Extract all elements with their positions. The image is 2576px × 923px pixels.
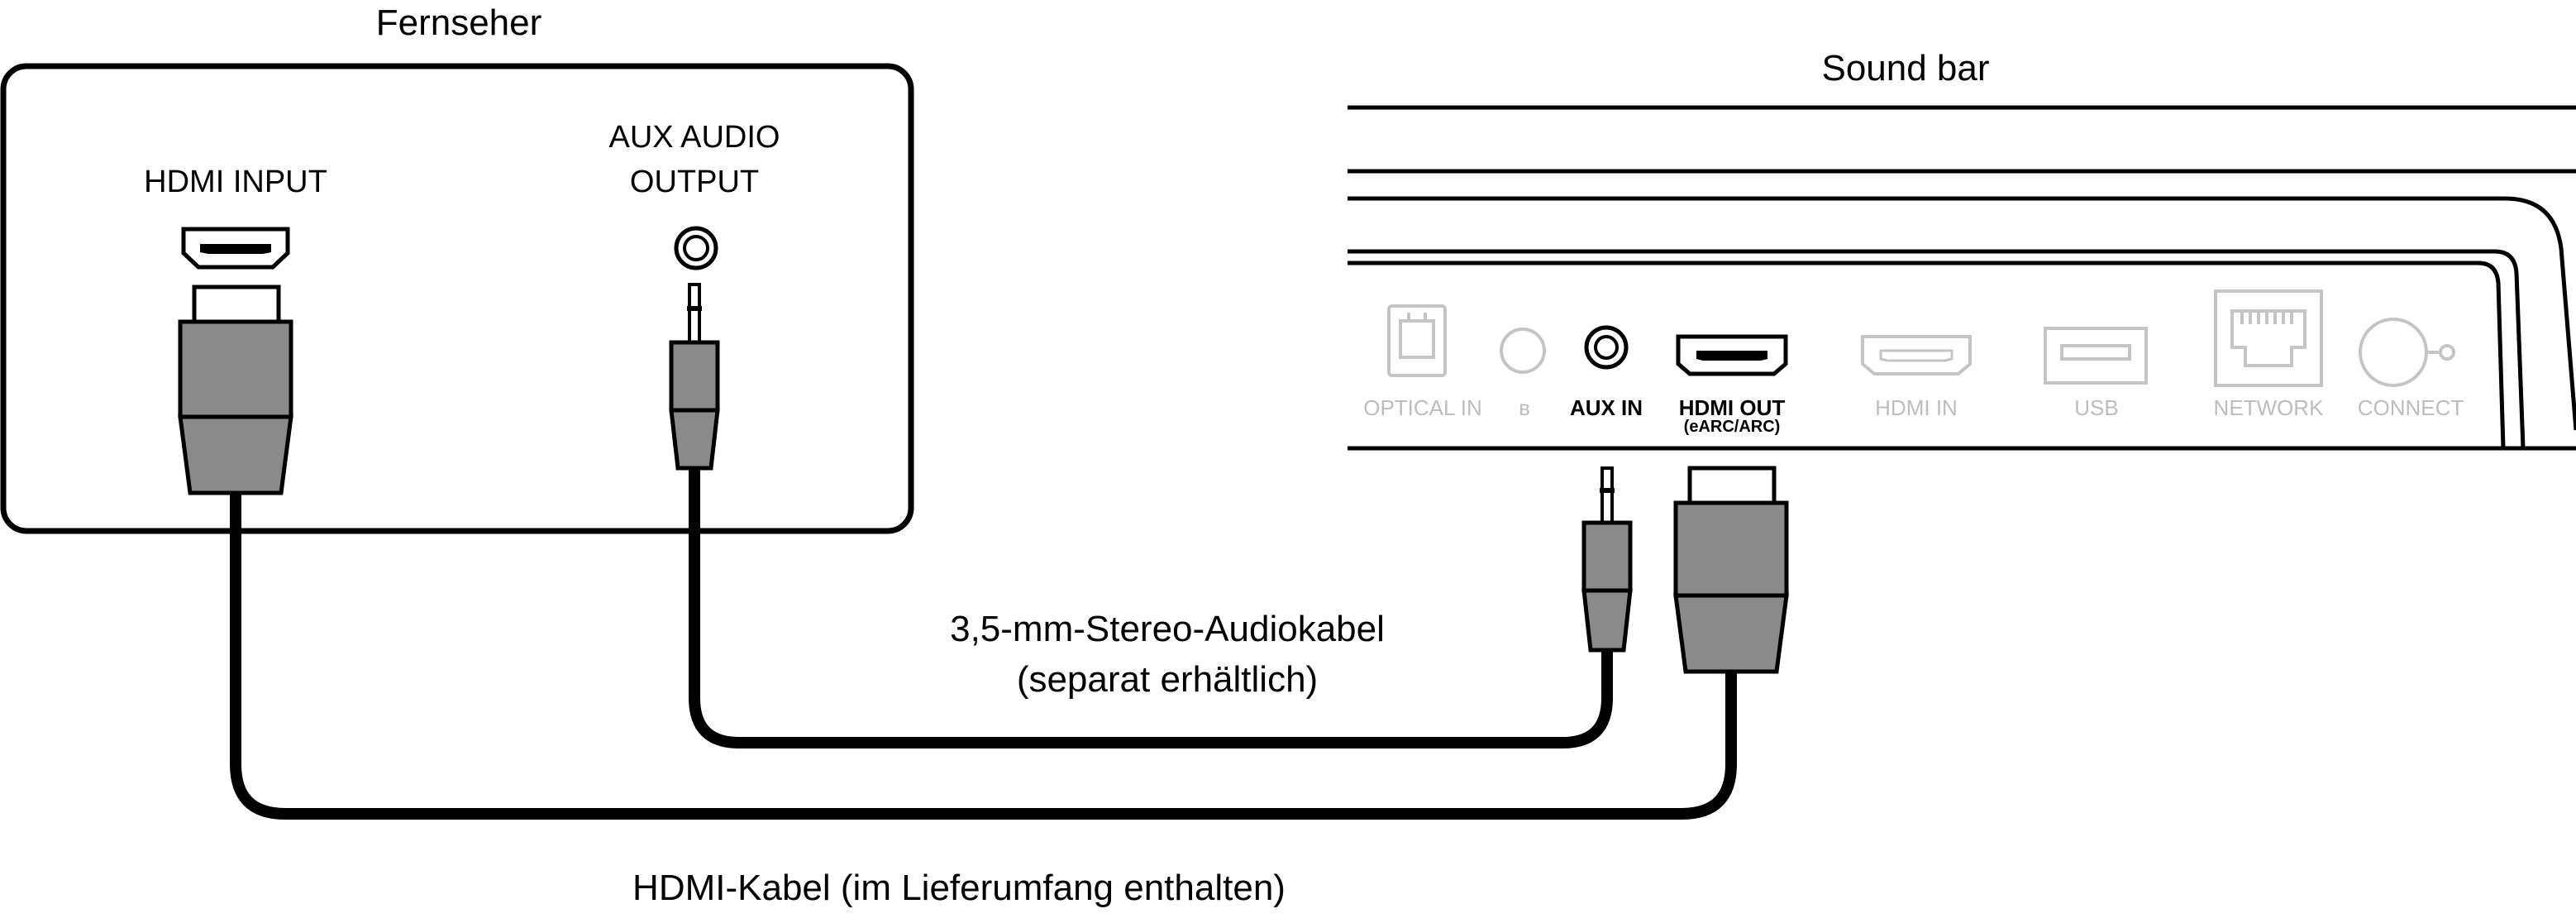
audio-cable-label-line2: (separat erhältlich) — [1017, 659, 1318, 700]
aux-in-jack-icon — [1584, 325, 1629, 370]
soundbar-hdmi-plug — [1673, 466, 1789, 674]
hdmi-out-sub-label: (eARC/ARC) — [1684, 418, 1781, 436]
tv-hdmi-port-icon — [181, 227, 290, 270]
tv-hdmi-plug — [178, 285, 293, 495]
optical-in-label: OPTICAL IN — [1363, 395, 1482, 420]
network-label: NETWORK — [2214, 395, 2325, 420]
aux-in-label: AUX IN — [1570, 395, 1643, 420]
network-port-icon — [2214, 289, 2323, 387]
hdmi-out-port-icon — [1676, 334, 1788, 376]
tv-label: Fernseher — [376, 2, 542, 43]
bluetooth-icon: ʙ — [1519, 395, 1530, 420]
soundbar-label: Sound bar — [1821, 48, 1989, 88]
tv-panel — [0, 63, 914, 534]
tv-aux-jack-icon — [674, 226, 718, 270]
audio-cable — [689, 468, 1613, 748]
bluetooth-button-icon — [1500, 328, 1546, 374]
usb-label: USB — [2074, 395, 2118, 420]
optical-port-icon — [1387, 304, 1447, 377]
connect-label: CONNECT — [2358, 395, 2464, 420]
tv-aux-output-label-line2: OUTPUT — [630, 165, 759, 199]
hdmi-in-port-icon — [1861, 335, 1972, 375]
hdmi-cable — [230, 493, 1737, 820]
hdmi-out-label: HDMI OUT — [1679, 395, 1786, 420]
tv-audio-plug — [669, 283, 720, 471]
connect-button-icon — [2359, 318, 2455, 387]
audio-cable-label-line1: 3,5-mm-Stereo-Audiokabel — [950, 609, 1385, 649]
tv-hdmi-input-label: HDMI INPUT — [144, 165, 327, 199]
soundbar-body — [1348, 105, 2576, 451]
tv-aux-output-label-line1: AUX AUDIO — [609, 120, 780, 155]
soundbar-audio-plug — [1581, 466, 1633, 653]
hdmi-cable-label: HDMI-Kabel (im Lieferumfang enthalten) — [632, 868, 1286, 908]
usb-port-icon — [2044, 327, 2148, 385]
hdmi-in-label: HDMI IN — [1875, 395, 1958, 420]
